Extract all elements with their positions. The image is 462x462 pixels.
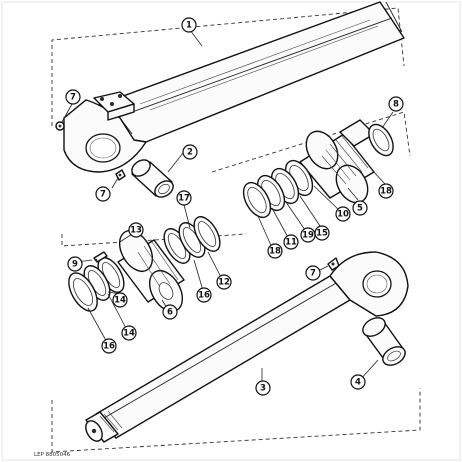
callout-18: 18 — [267, 243, 283, 259]
callout-label: 4 — [355, 378, 361, 388]
callout-3: 3 — [255, 380, 271, 396]
callout-8: 8 — [388, 96, 404, 112]
piston-seal-rings-left — [68, 257, 125, 312]
cylinder-base-eye — [63, 91, 147, 173]
callout-12: 12 — [216, 274, 232, 290]
grease-fitting-1 — [55, 121, 65, 131]
head-seal-stack — [242, 159, 314, 219]
callout-15: 15 — [314, 225, 330, 241]
callout-label: 15 — [316, 229, 328, 239]
callout-2: 2 — [182, 144, 198, 160]
callout-bubble — [335, 206, 351, 222]
callout-bubble — [121, 325, 137, 341]
callout-label: 9 — [72, 260, 78, 270]
callout-label: 3 — [260, 384, 266, 394]
callout-14: 14 — [121, 325, 137, 341]
callout-bubble — [388, 96, 404, 112]
callout-label: 7 — [310, 269, 316, 279]
callout-bubble — [267, 243, 283, 259]
callout-1: 1 — [181, 17, 197, 33]
bushing-upper — [131, 159, 174, 198]
callout-10: 10 — [335, 206, 351, 222]
callout-13: 13 — [128, 222, 144, 238]
callout-label: 8 — [393, 100, 399, 110]
callout-11: 11 — [283, 234, 299, 250]
callout-label: 11 — [285, 238, 297, 248]
callout-label: 5 — [357, 204, 363, 214]
set-screw — [93, 251, 108, 263]
callout-9: 9 — [67, 256, 83, 272]
callout-label: 7 — [70, 93, 76, 103]
callout-label: 2 — [187, 148, 193, 158]
callout-label: 19 — [302, 231, 314, 241]
callout-bubble — [101, 338, 117, 354]
callout-label: 1 — [186, 21, 192, 31]
callout-bubble — [350, 374, 366, 390]
piston — [117, 230, 185, 312]
callout-label: 16 — [198, 291, 210, 301]
figure-reference: LEP 8805046 — [34, 452, 71, 458]
callout-bubble — [181, 17, 197, 33]
callout-bubble — [112, 292, 128, 308]
callout-bubble — [352, 200, 368, 216]
callout-bubble — [300, 227, 316, 243]
callout-bubble — [176, 190, 192, 206]
wiper-seal-ring — [368, 123, 394, 157]
rod-group-boundary — [51, 388, 421, 453]
callout-bubble — [378, 183, 394, 199]
callout-label: 10 — [337, 210, 349, 220]
bushing-lower — [362, 317, 406, 366]
callout-7: 7 — [305, 265, 321, 281]
callout-16: 16 — [101, 338, 117, 354]
callout-14: 14 — [112, 292, 128, 308]
callout-label: 6 — [167, 308, 173, 318]
callout-bubble — [283, 234, 299, 250]
callout-bubble — [162, 304, 178, 320]
callout-16: 16 — [196, 287, 212, 303]
callout-17: 17 — [176, 190, 192, 206]
callout-label: 13 — [130, 226, 142, 236]
callout-5: 5 — [352, 200, 368, 216]
cylinder-head-gland — [299, 119, 375, 204]
rod-eye — [329, 251, 409, 317]
callout-7: 7 — [95, 186, 111, 202]
callout-bubble — [305, 265, 321, 281]
callout-label: 14 — [114, 296, 126, 306]
callout-bubble — [255, 380, 271, 396]
callout-label: 17 — [178, 194, 190, 204]
callout-bubble — [65, 89, 81, 105]
callout-bubble — [128, 222, 144, 238]
callout-label: 12 — [218, 278, 230, 288]
callout-6: 6 — [162, 304, 178, 320]
callout-bubble — [216, 274, 232, 290]
callout-label: 16 — [103, 342, 115, 352]
callout-4: 4 — [350, 374, 366, 390]
callout-bubble — [182, 144, 198, 160]
callout-7: 7 — [65, 89, 81, 105]
callout-bubble — [67, 256, 83, 272]
callout-bubble — [196, 287, 212, 303]
callout-bubble — [95, 186, 111, 202]
callout-18: 18 — [378, 183, 394, 199]
callout-label: 14 — [123, 329, 135, 339]
callout-label: 7 — [100, 190, 106, 200]
callout-label: 18 — [380, 187, 392, 197]
callout-label: 18 — [269, 247, 281, 257]
callout-19: 19 — [300, 227, 316, 243]
piston-seal-rings-right — [163, 216, 221, 264]
